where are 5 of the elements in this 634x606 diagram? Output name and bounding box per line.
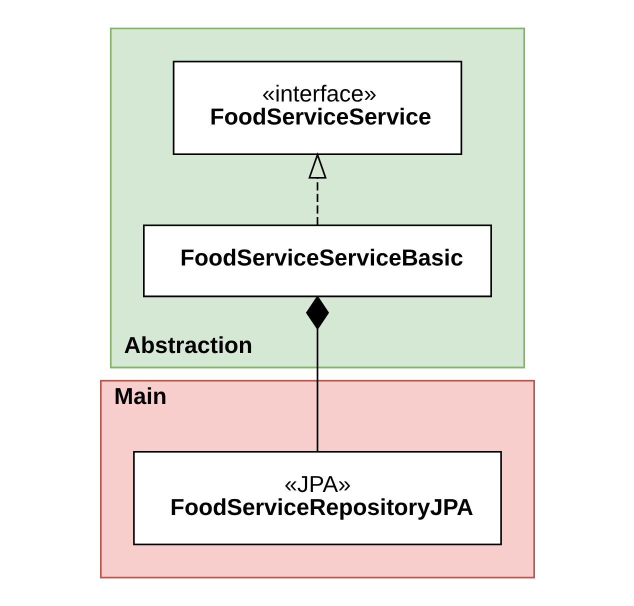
arrow	[308, 152, 326, 226]
node-box: FoodServiceServiceBasic	[142, 224, 492, 298]
node-box: «JPA» FoodServiceRepositoryJPA	[132, 451, 502, 546]
node-box: «interface» FoodServiceService	[172, 60, 462, 155]
connector	[305, 295, 329, 452]
